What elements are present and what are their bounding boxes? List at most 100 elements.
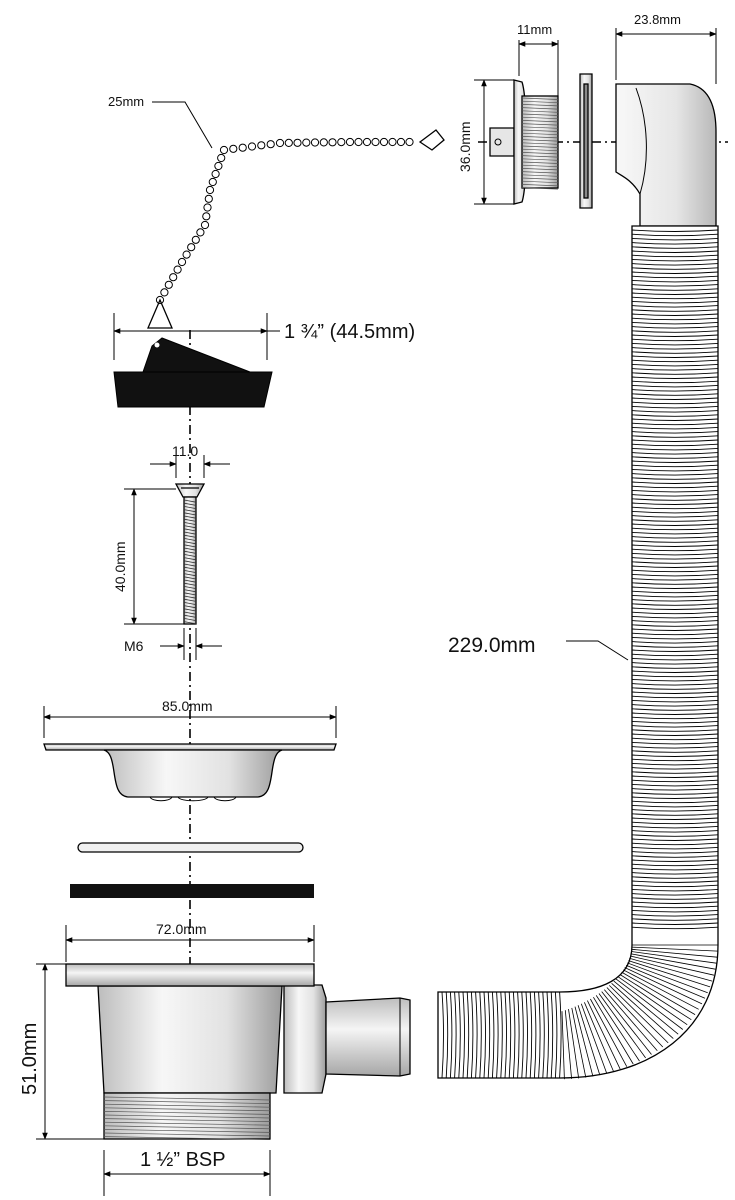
hose-rib bbox=[631, 485, 719, 489]
screw-thread-line bbox=[183, 605, 197, 609]
hose-rib bbox=[631, 800, 719, 804]
hose-rib bbox=[631, 775, 719, 778]
hose-rib bbox=[483, 991, 486, 1079]
screw-thread-line bbox=[183, 541, 197, 545]
overflow-washer-inner bbox=[583, 83, 589, 199]
chain-bead bbox=[219, 145, 229, 155]
hose-rib bbox=[475, 991, 478, 1079]
hose-rib bbox=[631, 275, 719, 279]
hose-rib bbox=[529, 991, 533, 1079]
hose-rib bbox=[631, 783, 719, 787]
hose-rib bbox=[631, 233, 719, 237]
hose-rib bbox=[631, 779, 719, 783]
chain-bead bbox=[247, 142, 257, 151]
outlet-thread-lines bbox=[103, 1096, 271, 1140]
hose-rib bbox=[631, 590, 719, 594]
screw-thread-line bbox=[183, 576, 197, 580]
hose-rib bbox=[631, 599, 719, 602]
outlet-thread-line bbox=[103, 1114, 271, 1119]
hose-rib bbox=[631, 733, 719, 736]
hose-rib bbox=[631, 267, 719, 270]
hose-rib bbox=[538, 991, 541, 1079]
hose-rib bbox=[631, 573, 719, 577]
hose-rib bbox=[631, 414, 719, 417]
hose-rib bbox=[631, 615, 719, 619]
hose-bend-rib bbox=[621, 971, 696, 1015]
hose-rib bbox=[631, 586, 719, 589]
hose-rib bbox=[631, 464, 719, 468]
chain-bead bbox=[196, 228, 205, 237]
screw-thread-line bbox=[183, 522, 197, 525]
outlet-thread-label: 1 ½” BSP bbox=[140, 1149, 226, 1171]
screw-thread-line bbox=[183, 534, 197, 538]
hose-rib bbox=[631, 284, 719, 287]
chain-bead bbox=[275, 138, 285, 148]
outlet-thread-line bbox=[103, 1107, 271, 1112]
chain-bead bbox=[371, 137, 380, 147]
hose-rib bbox=[631, 351, 719, 354]
hose-rib bbox=[631, 376, 719, 379]
hose-rib bbox=[631, 893, 719, 896]
overflow-thread-line bbox=[521, 142, 559, 145]
screw-thread-line bbox=[183, 566, 197, 570]
overflow-tab-hole bbox=[494, 138, 502, 146]
overflow-thread-label: 11mm bbox=[517, 22, 552, 37]
hose-rib bbox=[631, 410, 719, 413]
waste-body bbox=[97, 985, 283, 1094]
hose-rib bbox=[631, 347, 719, 350]
hose-rib bbox=[631, 279, 719, 283]
hose-rib bbox=[631, 771, 719, 774]
overflow-thread-body bbox=[521, 95, 559, 189]
overflow-thread-line bbox=[521, 155, 559, 158]
chain-bead bbox=[205, 185, 215, 195]
hose-rib bbox=[631, 393, 719, 396]
screw-head-width-label: 11.0 bbox=[172, 443, 198, 459]
elbow-width-label: 23.8mm bbox=[634, 12, 681, 27]
hose-rib bbox=[631, 510, 719, 514]
hose-rib bbox=[631, 653, 719, 657]
hose-rib bbox=[508, 991, 512, 1079]
overflow-thread-line bbox=[521, 120, 559, 123]
hose-bend-rib bbox=[606, 987, 664, 1048]
hose-rib bbox=[631, 687, 719, 690]
overflow-thread-line bbox=[521, 139, 559, 142]
hose-rib bbox=[631, 762, 719, 766]
hose-rib bbox=[521, 991, 524, 1079]
screw-thread-line bbox=[183, 544, 197, 548]
overflow-thread-line bbox=[521, 126, 559, 129]
chain-bead bbox=[319, 138, 328, 147]
hose-rib bbox=[631, 250, 719, 253]
outlet-thread-line bbox=[103, 1136, 271, 1140]
hose-rib bbox=[631, 536, 719, 539]
outlet-thread-line bbox=[103, 1132, 271, 1137]
hose-rib bbox=[631, 813, 719, 816]
chain-bead bbox=[191, 235, 200, 244]
chain-bead bbox=[214, 161, 223, 171]
hose-rib bbox=[631, 624, 719, 627]
overflow-thread-line bbox=[521, 123, 559, 126]
screw-thread-line bbox=[183, 506, 197, 509]
overflow-thread-line bbox=[521, 168, 559, 171]
hose-rib bbox=[631, 372, 719, 375]
hose-rib bbox=[631, 725, 719, 728]
hose-bend-rib bbox=[625, 964, 706, 999]
hose-rib bbox=[631, 498, 719, 501]
hose-bend-rib bbox=[593, 996, 634, 1065]
hose-rib bbox=[631, 263, 719, 266]
overflow-tab bbox=[489, 127, 515, 157]
screw-thread-line bbox=[183, 608, 197, 612]
hose-bend-rib bbox=[584, 1002, 614, 1072]
hose-rib bbox=[631, 926, 719, 930]
hose-rib bbox=[631, 666, 719, 669]
hose-bend-rib bbox=[629, 957, 713, 982]
chain-bead bbox=[284, 138, 293, 147]
hose-rib bbox=[631, 922, 719, 925]
hose-rib bbox=[631, 662, 719, 665]
outlet-thread-line bbox=[103, 1125, 271, 1130]
hose-rib bbox=[631, 838, 719, 841]
hose-rib bbox=[631, 519, 719, 522]
hose-rib bbox=[631, 548, 719, 552]
screw-thread-line bbox=[183, 518, 197, 522]
hose-rib bbox=[449, 991, 453, 1079]
hose-rib bbox=[631, 380, 719, 384]
